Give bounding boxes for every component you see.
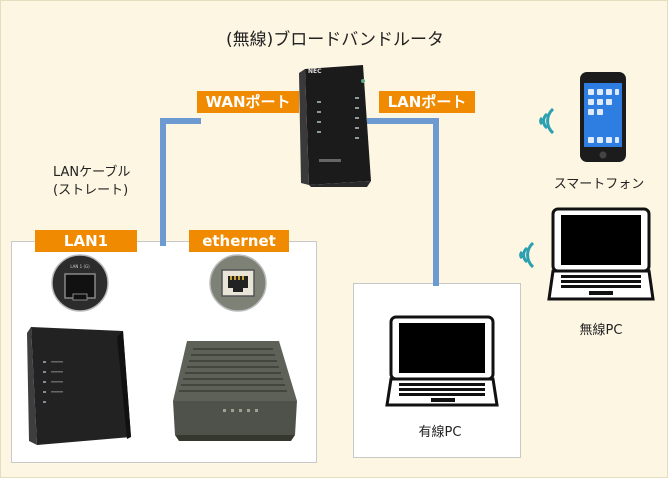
smartphone-image (580, 72, 626, 162)
lan-port-label: LANポート (379, 91, 475, 113)
lan1-port-closeup (51, 254, 109, 312)
diagram-title: (無線)ブロードバンドルータ (225, 30, 445, 50)
cable-label-line1: LANケーブル (53, 165, 131, 180)
smartphone-label: スマートフォン (553, 177, 645, 192)
wired-pc-label: 有線PC (418, 425, 462, 440)
ethernet-port-label: ethernet (189, 230, 289, 252)
wan-port-label: WANポート (197, 91, 299, 113)
router-brand-logo: NEC (308, 68, 322, 75)
modem-device-image (173, 341, 297, 441)
lan1-port-text: LAN 1 (G) (70, 264, 90, 269)
wireless-pc-label: 無線PC (579, 323, 623, 338)
cable-segment (160, 118, 166, 246)
ethernet-port-closeup (209, 254, 267, 312)
wifi-signal-icon (519, 241, 535, 269)
wifi-signal-icon (539, 107, 555, 135)
wireless-laptop-image (547, 207, 655, 301)
cable-segment (433, 118, 439, 286)
router-image (299, 65, 371, 187)
cable-label-line2: (ストレート) (53, 183, 129, 198)
lan1-port-label: LAN1 (35, 230, 137, 252)
cable-segment (161, 118, 201, 124)
onu-device-image (27, 327, 131, 445)
cable-segment (367, 118, 439, 124)
wired-laptop-image (385, 315, 499, 407)
